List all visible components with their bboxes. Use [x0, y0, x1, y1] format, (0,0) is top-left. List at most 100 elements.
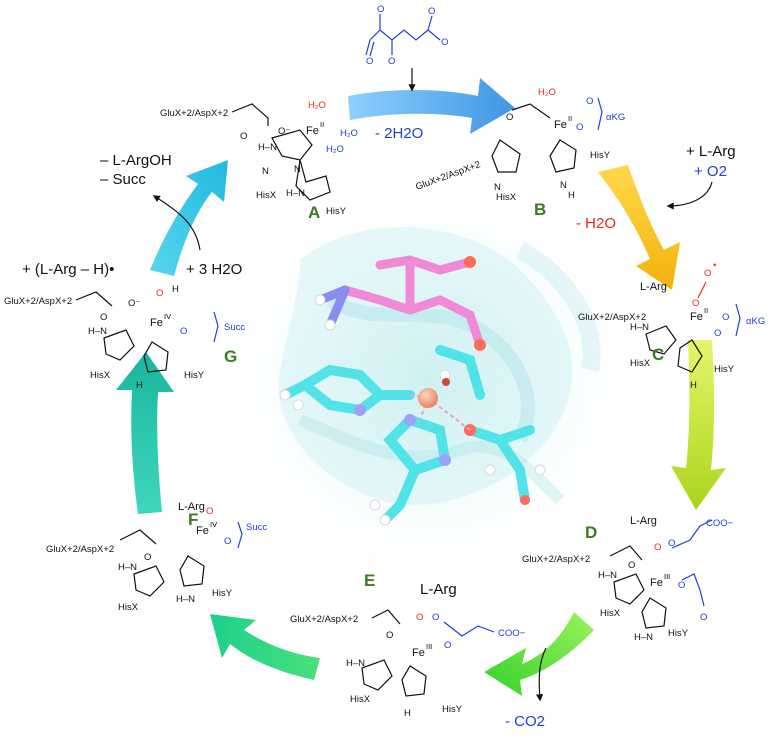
svg-text:H–N: H–N [598, 570, 617, 581]
svg-text:II: II [568, 114, 572, 123]
svg-text:Fe: Fe [690, 311, 703, 323]
label-plus-o2: + O2 [694, 163, 727, 180]
svg-text:GluX+2/AspX+2: GluX+2/AspX+2 [160, 108, 228, 119]
label-minus-co2: - CO2 [505, 713, 545, 730]
svg-text:H–N: H–N [258, 142, 277, 153]
svg-text:αKG: αKG [606, 112, 625, 123]
svg-text:O: O [386, 630, 393, 641]
svg-text:L-Arg: L-Arg [420, 581, 457, 598]
label-minus-succ: – Succ [100, 171, 146, 188]
svg-text:HisX: HisX [630, 358, 651, 369]
svg-text:O: O [441, 37, 448, 48]
svg-text:O: O [576, 122, 583, 133]
label-minus-h2o: - H2O [576, 215, 616, 232]
svg-text:N: N [262, 166, 269, 177]
svg-text:HisY: HisY [212, 588, 233, 599]
alpha-kg-structure [365, 14, 441, 57]
svg-text:HisY: HisY [326, 206, 347, 217]
svg-text:GluX+2/AspX+2: GluX+2/AspX+2 [414, 159, 482, 193]
arrow-larg-o2-in [666, 181, 713, 210]
stage-c-complex: L-Arg GluX+2/AspX+2 O O • Fe II O O αKG … [578, 260, 765, 391]
stage-letter-g: G [224, 347, 237, 366]
svg-text:HisY: HisY [590, 150, 611, 161]
stage-letter-a: A [308, 203, 320, 222]
svg-text:O: O [432, 612, 439, 623]
arrow-d-to-e [484, 612, 594, 696]
svg-text:O: O [668, 538, 675, 549]
svg-text:L-Arg: L-Arg [178, 501, 205, 513]
svg-text:N: N [560, 180, 567, 191]
stage-letter-d: D [585, 523, 597, 542]
stage-e-complex: E L-Arg GluX+2/AspX+2 O O O COO− Fe III … [290, 571, 526, 719]
svg-text:O: O [366, 56, 373, 67]
svg-text:O: O [428, 6, 435, 17]
label-plus-larg-h-radical: + (L-Arg – H)• [22, 261, 114, 278]
svg-text:Fe: Fe [196, 525, 209, 537]
svg-text:COO−: COO− [498, 628, 526, 639]
arrow-e-to-f [210, 614, 320, 680]
arrow-f-to-g [116, 352, 174, 514]
svg-text:O: O [156, 288, 163, 299]
svg-text:GluX+2/AspX+2: GluX+2/AspX+2 [578, 312, 646, 323]
svg-text:O: O [240, 131, 247, 142]
svg-text:H: H [568, 190, 575, 201]
svg-text:O: O [700, 612, 707, 623]
svg-text:HisY: HisY [668, 628, 689, 639]
svg-text:II: II [704, 306, 708, 315]
svg-text:II: II [320, 120, 324, 129]
svg-text:HisY: HisY [714, 364, 735, 375]
svg-text:Fe: Fe [554, 119, 567, 131]
svg-text:GluX+2/AspX+2: GluX+2/AspX+2 [522, 554, 590, 565]
svg-text:O: O [224, 536, 231, 547]
svg-text:•: • [713, 260, 716, 271]
svg-text:COO−: COO− [706, 518, 734, 529]
label-minus-2h2o: - 2H2O [375, 125, 423, 142]
svg-text:HisX: HisX [118, 602, 139, 613]
stage-letter-f: F [188, 510, 198, 529]
active-site-molecule [279, 255, 546, 526]
svg-text:Succ: Succ [224, 322, 245, 333]
stage-f-complex: L-Arg F GluX+2/AspX+2 O O Fe IV O Succ H… [46, 501, 267, 613]
svg-text:O⁻: O⁻ [278, 126, 290, 137]
stage-letter-b: B [534, 200, 546, 219]
svg-text:O: O [692, 298, 699, 309]
stage-a-complex: GluX+2/AspX+2 O O⁻ H–N N HisX Fe II H₂O … [160, 100, 358, 222]
svg-text:Succ: Succ [246, 522, 267, 533]
svg-text:O: O [586, 96, 593, 107]
arrow-co2-out [535, 647, 547, 702]
arrow-g-to-a [150, 160, 228, 276]
svg-text:III: III [664, 572, 670, 581]
svg-text:O: O [678, 580, 685, 591]
svg-text:HisX: HisX [90, 370, 111, 381]
svg-text:H–N: H–N [346, 658, 365, 669]
label-plus-larg: + L-Arg [686, 143, 736, 160]
stage-letter-c: C [652, 345, 664, 364]
svg-text:HisX: HisX [350, 694, 371, 705]
svg-text:H–N: H–N [634, 632, 653, 643]
arrow-a-to-b [348, 78, 515, 134]
stage-letter-e: E [364, 571, 375, 590]
svg-text:O: O [100, 312, 107, 323]
svg-text:Fe: Fe [150, 317, 163, 329]
svg-text:O: O [206, 506, 213, 517]
arrow-b-to-c [598, 165, 680, 290]
svg-text:IV: IV [164, 312, 171, 321]
svg-text:HisX: HisX [256, 190, 277, 201]
svg-text:O: O [722, 312, 729, 323]
svg-text:GluX+2/AspX+2: GluX+2/AspX+2 [46, 544, 114, 555]
arrow-c-to-d [671, 340, 726, 510]
svg-text:HisX: HisX [600, 608, 621, 619]
svg-text:L-Arg: L-Arg [630, 515, 657, 527]
svg-text:H₂O: H₂O [340, 128, 358, 139]
svg-text:GluX+2/AspX+2: GluX+2/AspX+2 [4, 296, 72, 307]
svg-text:O: O [377, 4, 384, 15]
svg-text:O: O [506, 112, 513, 123]
svg-text:N: N [494, 182, 501, 193]
svg-text:Fe: Fe [650, 577, 663, 589]
svg-text:O: O [416, 612, 423, 623]
svg-text:O⁻: O⁻ [128, 298, 140, 309]
svg-text:III: III [426, 642, 432, 651]
svg-text:H–N: H–N [118, 562, 137, 573]
